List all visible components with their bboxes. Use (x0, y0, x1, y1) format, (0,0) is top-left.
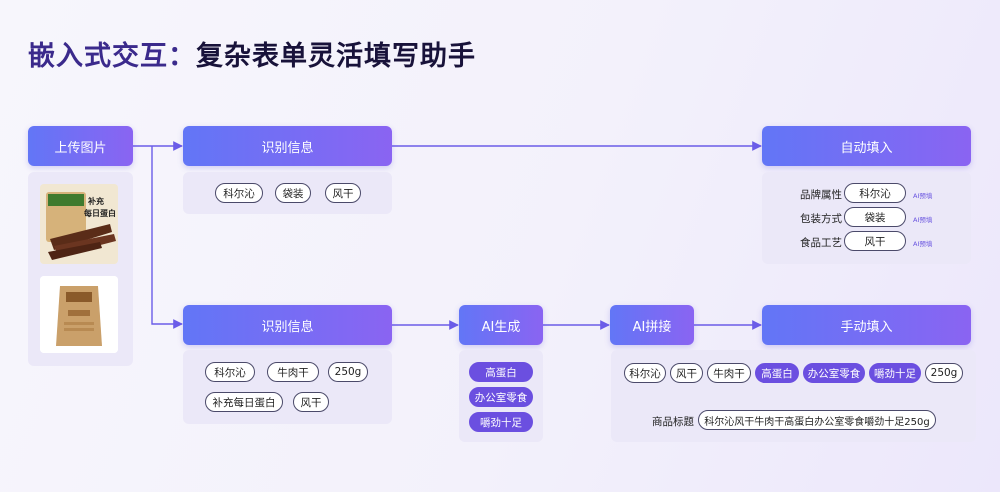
chip-brand[interactable]: 科尔沁 (215, 183, 263, 203)
recognize-info-header-top: 识别信息 (183, 126, 392, 166)
concat-chip-ai[interactable]: 办公室零食 (803, 363, 865, 383)
field-value-process[interactable]: 风干 (844, 231, 906, 251)
chip-brand[interactable]: 科尔沁 (205, 362, 255, 382)
field-label-package: 包装方式 (800, 213, 842, 225)
product-brand-short: 补充 (88, 197, 104, 206)
chip-ai-tag[interactable]: 高蛋白 (469, 362, 533, 382)
ai-prefill-tag: AI预填 (913, 192, 933, 200)
field-value-brand[interactable]: 科尔沁 (844, 183, 906, 203)
arrow-upload-to-recognize-bottom (151, 146, 183, 329)
ai-generate-header: AI生成 (459, 305, 543, 345)
recognize-info-panel-bottom: 科尔沁 牛肉干 250g 补充每日蛋白 风干 (183, 350, 392, 424)
jerky-bag-image (40, 276, 118, 353)
auto-fill-panel: 品牌属性 科尔沁 AI预填 包装方式 袋装 AI预填 食品工艺 风干 AI预填 (762, 172, 971, 264)
product-title-field[interactable]: 科尔沁风干牛肉干高蛋白办公室零食嚼劲十足250g (698, 410, 936, 430)
chip-slogan[interactable]: 补充每日蛋白 (205, 392, 283, 412)
chip-ai-tag[interactable]: 办公室零食 (469, 387, 533, 407)
concat-chip[interactable]: 牛肉干 (707, 363, 751, 383)
beef-jerky-image (40, 184, 118, 264)
ai-prefill-tag: AI预填 (913, 240, 933, 248)
title-main: 复杂表单灵活填写助手 (196, 41, 476, 72)
concat-chip-ai[interactable]: 嚼劲十足 (869, 363, 921, 383)
recognize-info-label-bottom: 识别信息 (261, 319, 314, 335)
concat-chip[interactable]: 科尔沁 (624, 363, 666, 383)
recognize-info-label-top: 识别信息 (261, 140, 314, 156)
manual-fill-panel: 科尔沁 风干 牛肉干 高蛋白 办公室零食 嚼劲十足 250g 商品标题 科尔沁风… (611, 350, 976, 442)
auto-fill-header: 自动填入 (762, 126, 971, 166)
chip-package[interactable]: 袋装 (275, 183, 311, 203)
ai-concat-header: AI拼接 (610, 305, 694, 345)
chip-process[interactable]: 风干 (293, 392, 329, 412)
chip-ai-tag[interactable]: 嚼劲十足 (469, 412, 533, 432)
product-slogan: 每日蛋白 (84, 209, 116, 218)
manual-fill-header: 手动填入 (762, 305, 971, 345)
product-photo-1[interactable]: 补充 每日蛋白 (40, 184, 118, 264)
ai-concat-label: AI拼接 (632, 319, 672, 335)
ai-generate-panel: 高蛋白 办公室零食 嚼劲十足 (459, 350, 543, 442)
product-title-label: 商品标题 (652, 416, 694, 428)
chip-weight[interactable]: 250g (328, 362, 368, 382)
recognize-info-header-bottom: 识别信息 (183, 305, 392, 345)
chip-process[interactable]: 风干 (325, 183, 361, 203)
concat-chip[interactable]: 250g (925, 363, 963, 383)
concat-chip[interactable]: 风干 (670, 363, 703, 383)
manual-fill-label: 手动填入 (840, 319, 893, 335)
ai-prefill-tag: AI预填 (913, 216, 933, 224)
concat-chip-ai[interactable]: 高蛋白 (755, 363, 799, 383)
title-prefix: 嵌入式交互： (28, 41, 196, 72)
upload-image-label: 上传图片 (54, 140, 107, 156)
chip-product[interactable]: 牛肉干 (267, 362, 319, 382)
ai-generate-label: AI生成 (481, 319, 521, 335)
field-label-process: 食品工艺 (800, 237, 842, 249)
auto-fill-label: 自动填入 (840, 140, 893, 156)
field-value-package[interactable]: 袋装 (844, 207, 906, 227)
upload-image-button[interactable]: 上传图片 (28, 126, 133, 166)
field-label-brand: 品牌属性 (800, 189, 842, 201)
page-title: 嵌入式交互：复杂表单灵活填写助手 (28, 34, 476, 73)
product-photo-2[interactable] (40, 276, 118, 353)
recognize-info-panel-top: 科尔沁 袋装 风干 (183, 172, 392, 214)
